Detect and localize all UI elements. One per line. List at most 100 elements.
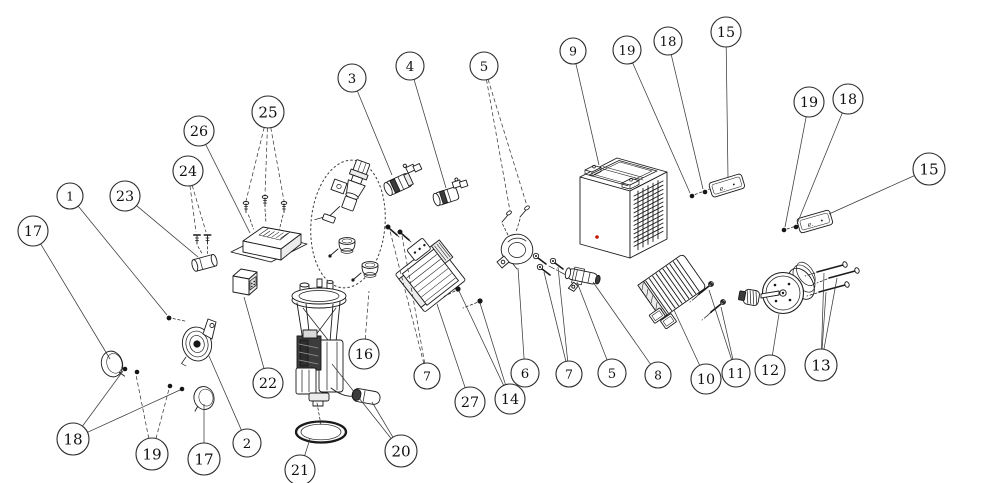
rubber-grommet-b (351, 261, 379, 282)
callout-19-3[interactable]: 19 (135, 374, 170, 471)
balloon-circle-11[interactable] (721, 358, 751, 388)
callout-20[interactable]: 20 (331, 363, 418, 468)
callout-17-2[interactable]: 17 (187, 404, 221, 476)
balloon-circle-5[interactable] (469, 51, 499, 81)
callout-5-2[interactable]: 5 (576, 281, 627, 388)
balloon-circle-5[interactable] (597, 358, 627, 388)
balloon-circle-17[interactable] (187, 442, 221, 476)
balloon-circle-18[interactable] (653, 26, 683, 56)
callout-5[interactable]: 5 (469, 51, 528, 212)
leader-line-14 (479, 302, 506, 385)
balloon-circle-4[interactable] (395, 51, 425, 81)
callout-3[interactable]: 3 (337, 63, 393, 176)
leader-line-1 (77, 205, 168, 316)
balloon-circle-18[interactable] (56, 422, 90, 456)
leader-line-5 (487, 79, 528, 207)
balloon-circle-15[interactable] (710, 16, 742, 48)
cap-screws-upper (501, 205, 530, 238)
leader-line-14 (458, 290, 504, 386)
callout-22[interactable]: 22 (243, 296, 284, 399)
ignition-coil-b (432, 177, 469, 207)
balloon-circle-14[interactable] (494, 383, 526, 415)
callout-24[interactable]: 24 (172, 155, 207, 233)
balloon-number-19: 19 (142, 445, 161, 463)
balloon-circle-3[interactable] (337, 63, 367, 93)
plate-nuts-right (781, 223, 803, 233)
balloon-circle-26[interactable] (183, 115, 215, 147)
callout-4[interactable]: 4 (395, 51, 447, 189)
balloon-number-3: 3 (348, 72, 356, 87)
callout-18[interactable]: 18 (653, 26, 704, 190)
callout-15[interactable]: 15 (710, 16, 742, 179)
balloon-circle-27[interactable] (454, 386, 486, 418)
callout-2[interactable]: 2 (208, 355, 262, 458)
callout-8[interactable]: 8 (592, 281, 672, 389)
callout-9[interactable]: 9 (559, 37, 600, 166)
emblem-plate-b: e. (796, 209, 834, 234)
balloon-circle-15[interactable] (912, 152, 946, 186)
regulator-bolts (689, 281, 726, 321)
balloon-circle-6[interactable] (510, 358, 540, 388)
leader-line-7 (557, 266, 569, 362)
callout-16[interactable]: 16 (348, 290, 380, 370)
battery-plate-nuts (689, 188, 712, 199)
leader-line-19 (784, 116, 807, 228)
callout-19-2[interactable]: 19 (784, 86, 825, 228)
leader-line-11 (708, 289, 733, 360)
balloon-circle-19[interactable] (793, 86, 825, 118)
balloon-circle-19[interactable] (612, 35, 642, 65)
balloon-circle-24[interactable] (172, 155, 204, 187)
leader-line-13 (821, 291, 827, 350)
balloon-circle-7[interactable] (555, 360, 583, 388)
balloon-circle-1[interactable] (56, 182, 84, 210)
callout-10[interactable]: 10 (673, 309, 722, 395)
balloon-number-15: 15 (919, 160, 938, 178)
callout-23[interactable]: 23 (109, 180, 199, 258)
svg-text:e.: e. (718, 184, 726, 193)
callout-26[interactable]: 26 (183, 115, 251, 234)
callout-18-2[interactable]: 18 (796, 83, 864, 225)
callout-7-2[interactable]: 7 (543, 266, 583, 388)
callout-6[interactable]: 6 (510, 267, 540, 388)
balloon-number-14: 14 (501, 392, 519, 408)
callout-1[interactable]: 1 (56, 182, 168, 316)
balloon-circle-22[interactable] (252, 367, 284, 399)
balloon-number-10: 10 (697, 372, 715, 388)
callout-7[interactable]: 7 (389, 230, 441, 390)
balloon-circle-7[interactable] (413, 362, 441, 390)
callout-19[interactable]: 19 (612, 35, 691, 194)
balloon-number-26: 26 (190, 124, 208, 140)
balloon-number-5: 5 (608, 367, 616, 382)
balloon-circle-16[interactable] (348, 338, 380, 370)
balloon-circle-18[interactable] (832, 83, 864, 115)
callout-12[interactable]: 12 (754, 313, 786, 386)
callout-17[interactable]: 17 (17, 215, 111, 360)
balloon-circle-23[interactable] (109, 180, 141, 212)
balloon-circle-21[interactable] (284, 454, 316, 483)
balloon-number-5: 5 (480, 60, 488, 75)
callout-11[interactable]: 11 (708, 289, 751, 388)
balloon-circle-20[interactable] (384, 434, 418, 468)
callout-21[interactable]: 21 (284, 438, 316, 483)
grouping-ellipse (310, 159, 386, 289)
callout-14[interactable]: 14 (458, 290, 526, 415)
balloon-circle-10[interactable] (690, 363, 722, 395)
balloon-circle-12[interactable] (754, 354, 786, 386)
balloon-circle-17[interactable] (17, 215, 49, 247)
callout-18-3[interactable]: 18 (56, 370, 181, 456)
balloon-circle-2[interactable] (232, 428, 262, 458)
balloon-circle-9[interactable] (559, 37, 587, 65)
callout-25[interactable]: 25 (245, 95, 285, 202)
balloon-circle-19[interactable] (135, 437, 169, 471)
balloon-number-27: 27 (461, 395, 479, 411)
balloon-circle-8[interactable] (644, 361, 672, 389)
leader-line-24 (191, 185, 207, 233)
cover-cap (496, 233, 534, 270)
balloon-circle-25[interactable] (251, 95, 285, 129)
balloon-number-22: 22 (259, 376, 277, 392)
callout-15-2[interactable]: 15 (828, 152, 946, 215)
balloon-circle-13[interactable] (804, 348, 838, 382)
callout-13[interactable]: 13 (804, 272, 838, 382)
callout-27[interactable]: 27 (436, 303, 486, 418)
horn-mount-nuts (122, 366, 185, 392)
